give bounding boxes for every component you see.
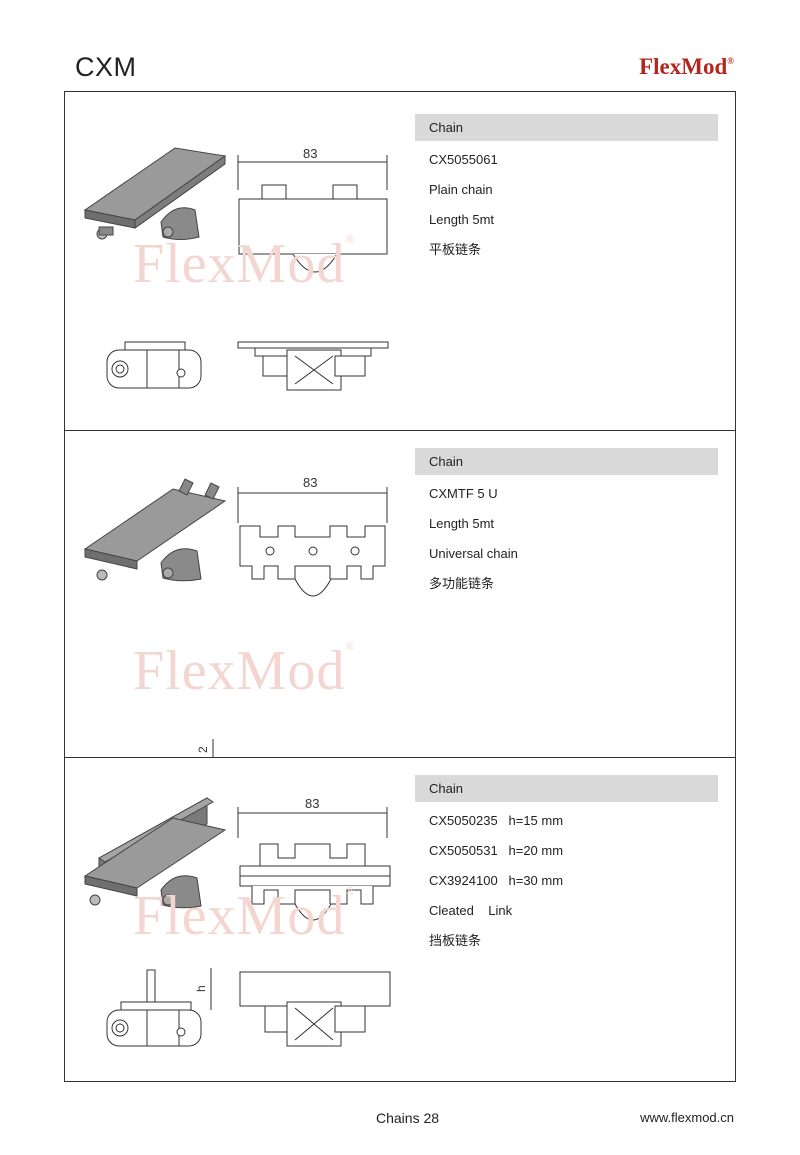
front-view-universal bbox=[237, 487, 388, 597]
side-view-cleated bbox=[106, 968, 212, 1047]
bottom-view-cleated bbox=[239, 971, 391, 1047]
iso-view-plain bbox=[83, 147, 227, 240]
info-line-chinese-name: 平板链条 bbox=[429, 242, 482, 257]
page-number: Chains 28 bbox=[376, 1110, 440, 1126]
info-line-product-code-h15: CX5050235 h=15 mm bbox=[429, 813, 564, 828]
product-info-panel: Chain CXMTF 5 U Length 5mt Universal cha… bbox=[415, 448, 718, 599]
info-line-type: Plain chain bbox=[429, 182, 493, 197]
front-view-plain bbox=[237, 155, 388, 273]
bottom-view-plain bbox=[237, 341, 389, 391]
catalog-frame: 83 FlexMod® Chain CX505506 bbox=[64, 91, 736, 1082]
info-line-product-code-h30: CX3924100 h=30 mm bbox=[429, 873, 564, 888]
info-heading: Chain bbox=[415, 775, 718, 802]
info-line-length: Length 5mt bbox=[429, 212, 495, 227]
product-section-plain-chain: 83 FlexMod® Chain CX505506 bbox=[65, 92, 735, 430]
product-info-panel: Chain CX5050235 h=15 mm CX5050531 h=20 m… bbox=[415, 775, 718, 956]
side-view-universal bbox=[212, 739, 214, 758]
watermark: FlexMod® bbox=[133, 884, 356, 947]
product-section-universal-chain: 83 2 FlexMod® Chain CXMTF 5 U bbox=[65, 430, 735, 758]
width-dimension-label: 83 bbox=[305, 796, 319, 811]
universal-chain-drawing: 83 2 bbox=[83, 475, 388, 758]
info-line-chinese-name: 挡板链条 bbox=[429, 933, 482, 948]
front-view-cleated bbox=[237, 807, 391, 921]
info-heading: Chain bbox=[415, 114, 718, 141]
brand-logo: FlexMod® bbox=[639, 54, 734, 79]
info-line-type: Universal chain bbox=[429, 546, 518, 561]
side-view-plain bbox=[106, 341, 202, 389]
thickness-dimension-label: 2 bbox=[196, 746, 210, 753]
info-line-product-code-h20: CX5050531 h=20 mm bbox=[429, 843, 564, 858]
cleated-chain-drawing: 83 h bbox=[83, 796, 391, 1047]
info-line-type: Cleated Link bbox=[429, 903, 513, 918]
width-dimension-label: 83 bbox=[303, 146, 317, 161]
iso-view-universal bbox=[83, 478, 227, 582]
width-dimension-label: 83 bbox=[303, 475, 317, 490]
website-link[interactable]: www.flexmod.cn bbox=[640, 1110, 734, 1125]
watermark: FlexMod® bbox=[133, 639, 356, 702]
info-heading: Chain bbox=[415, 448, 718, 475]
plain-chain-drawing: 83 bbox=[83, 146, 389, 391]
product-section-cleated-link: 83 h FlexMod® Chain CX505 bbox=[65, 757, 735, 1081]
cleat-height-label: h bbox=[194, 985, 208, 992]
info-line-length: Length 5mt bbox=[429, 516, 495, 531]
info-line-product-code: CX5055061 bbox=[429, 152, 498, 167]
page-title: CXM bbox=[75, 52, 137, 82]
info-line-chinese-name: 多功能链条 bbox=[429, 576, 495, 591]
iso-view-cleated bbox=[83, 797, 227, 909]
product-info-panel: Chain CX5055061 Plain chain Length 5mt 平… bbox=[415, 114, 718, 265]
info-line-product-code: CXMTF 5 U bbox=[429, 486, 498, 501]
watermark: FlexMod® bbox=[133, 232, 356, 295]
